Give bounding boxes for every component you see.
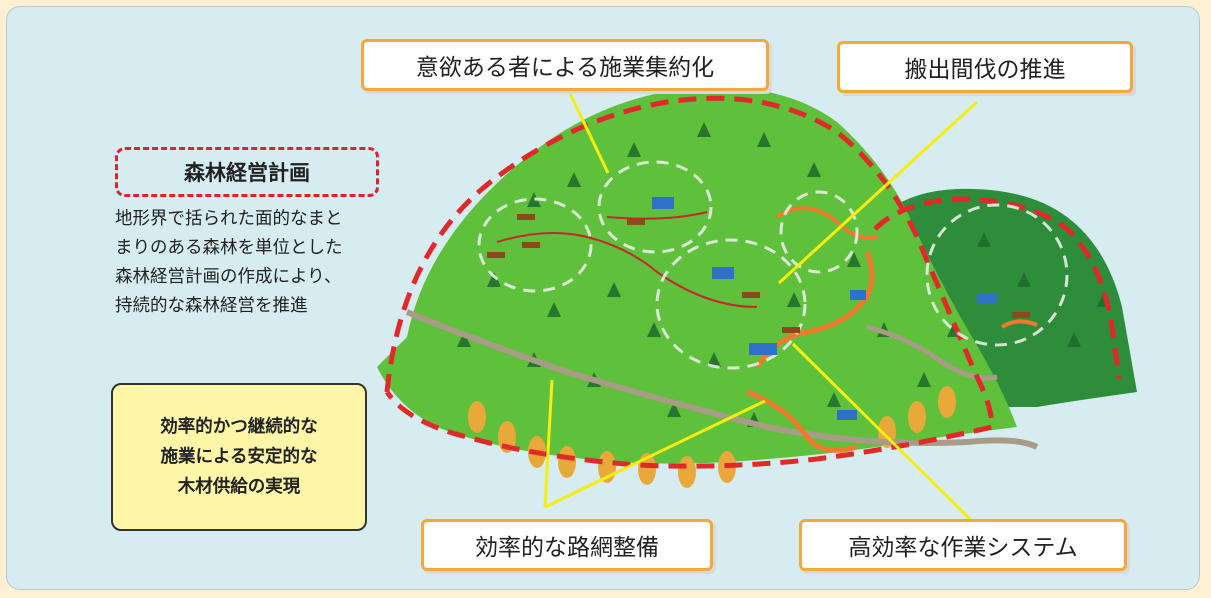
spur-road [496, 232, 758, 308]
callout-work-system: 高効率な作業システム [799, 519, 1127, 571]
summary-line: 施業による安定的な [160, 447, 318, 467]
leader-intensification [565, 86, 610, 174]
plan-title: 森林経営計画 [115, 147, 379, 197]
plan-description-line: 持続的な森林経営を推進 [115, 296, 308, 316]
leader-system [791, 342, 977, 526]
work-area-5 [925, 203, 1069, 347]
leader-thinning [777, 100, 979, 285]
summary-line: 効率的かつ継続的な [160, 417, 318, 437]
summary-line: 木材供給の実現 [177, 477, 301, 497]
work-road [754, 251, 875, 369]
machinery [487, 197, 1030, 420]
leader-road-b [544, 399, 766, 509]
work-road-2 [746, 389, 858, 453]
forest-road [405, 309, 1039, 450]
summary-box: 効率的かつ継続的な 施業による安定的な 木材供給の実現 [111, 383, 367, 531]
plan-description-line: 森林経営計画の作成により、 [115, 267, 342, 287]
work-road-3 [775, 206, 878, 240]
right-hill [862, 188, 1137, 407]
main-hill [377, 86, 1017, 464]
panel: 森林経営計画 地形界で括られた面的なまと まりのある森林を単位とした 森林経営計… [6, 6, 1200, 590]
work-area-1 [477, 197, 593, 293]
plan-description-line: 地形界で括られた面的なまと [115, 209, 343, 229]
work-road-4 [1000, 319, 1038, 329]
callout-intensification: 意欲ある者による施業集約化 [361, 39, 769, 91]
callout-thinning: 搬出間伐の推進 [837, 41, 1133, 93]
boundary-right [873, 196, 1122, 380]
leader-road-a [543, 379, 554, 508]
work-area-4 [779, 190, 859, 274]
plan-description-line: まりのある森林を単位とした [115, 238, 343, 258]
spur-road-2 [606, 211, 708, 220]
callout-road-network: 効率的な路網整備 [421, 519, 713, 571]
work-area-3 [655, 238, 807, 370]
plan-description: 地形界で括られた面的なまと まりのある森林を単位とした 森林経営計画の作成により… [115, 205, 405, 321]
forest-illustration [377, 86, 1137, 526]
work-area-2 [597, 160, 713, 254]
